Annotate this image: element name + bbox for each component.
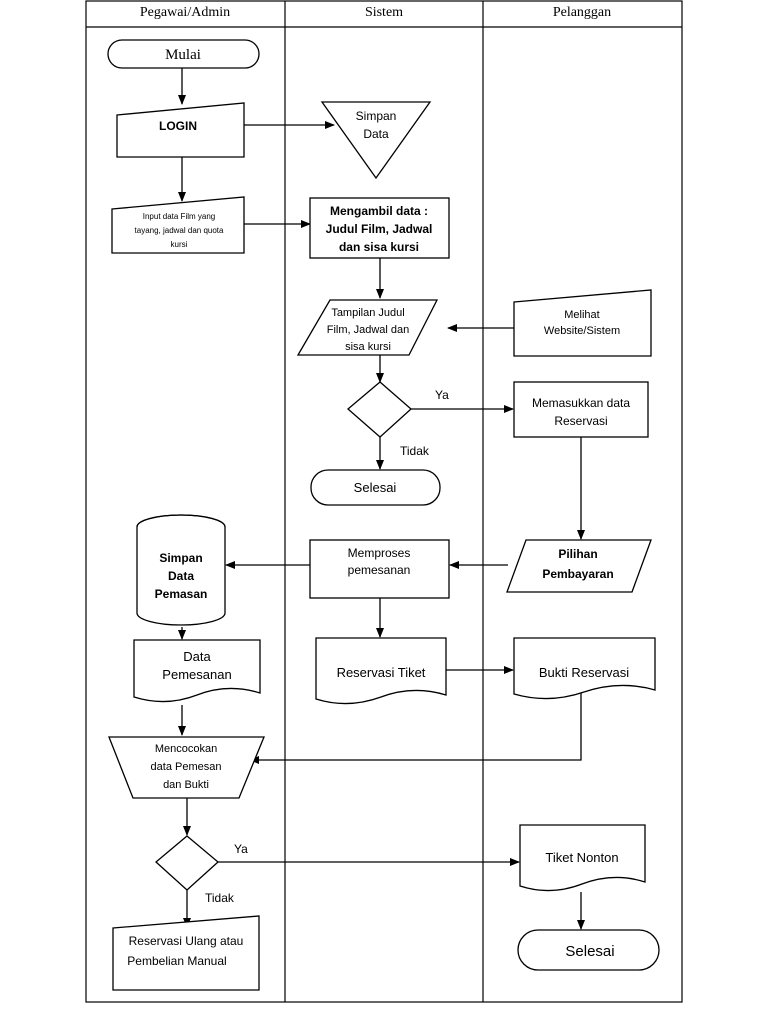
- selesai-label-2: Selesai: [565, 943, 614, 960]
- simpan-data-label-1: Simpan: [356, 109, 397, 123]
- mengambil-label-3: dan sisa kursi: [339, 240, 419, 254]
- tiket-nonton-document: [519, 824, 646, 892]
- swimlane-frame: [85, 0, 683, 1003]
- input-film-label-2: tayang, jadwal dan quota: [135, 226, 225, 235]
- mengambil-label-1: Mengambil data :: [330, 204, 428, 218]
- lane-header-admin: Pegawai/Admin: [140, 5, 230, 20]
- bukti-reservasi-label: Bukti Reservasi: [539, 665, 629, 680]
- reservasi-ulang-manual-input: [112, 915, 260, 991]
- melihat-label-1: Melihat: [564, 309, 599, 321]
- melihat-manual-input: [513, 289, 652, 357]
- selesai-terminator-1: [310, 469, 441, 506]
- input-film-manual-input: [111, 196, 245, 254]
- login-manual-input: [116, 102, 245, 158]
- tidak-label-1: Tidak: [400, 444, 430, 458]
- tiket-nonton-label: Tiket Nonton: [545, 850, 618, 865]
- bukti-reservasi-document: [513, 637, 656, 700]
- memasukkan-label-2: Reservasi: [554, 414, 607, 428]
- reservasi-ulang-label-2: Pembelian Manual: [127, 954, 226, 968]
- simpan-data-label-2: Data: [363, 127, 389, 141]
- melihat-label-2: Website/Sistem: [544, 325, 620, 337]
- input-film-label-1: Input data Film yang: [143, 212, 215, 221]
- reservasi-tiket-label: Reservasi Tiket: [337, 665, 426, 680]
- simpan-pemesan-label-2: Data: [168, 569, 194, 583]
- login-label: LOGIN: [159, 119, 197, 133]
- lane-header-sistem: Sistem: [365, 5, 403, 20]
- tampilan-label-2: Film, Jadwal dan: [327, 324, 410, 336]
- arrow-bukti-mencocokan: [249, 692, 582, 764]
- mencocokan-label-1: Mencocokan: [155, 743, 217, 755]
- data-pemesanan-label-1: Data: [183, 649, 211, 664]
- data-pemesanan-document: [133, 639, 261, 703]
- data-pemesanan-label-2: Pemesanan: [162, 667, 231, 682]
- mengambil-data-process: [309, 197, 450, 259]
- simpan-data-storage: [320, 101, 432, 180]
- pilihan-label-2: Pembayaran: [542, 567, 613, 581]
- tampilan-label-3: sisa kursi: [345, 341, 391, 353]
- reservasi-tiket-document: [315, 637, 447, 705]
- memasukkan-data-process: [513, 381, 649, 438]
- memasukkan-label-1: Memasukkan data: [532, 396, 630, 410]
- mencocokan-label-2: data Pemesan: [151, 761, 222, 773]
- simpan-pemesan-label-3: Pemasan: [155, 587, 208, 601]
- connectors: [178, 68, 585, 930]
- tampilan-label-1: Tampilan Judul: [331, 307, 404, 319]
- memproses-label-1: Memproses: [348, 546, 411, 560]
- selesai-terminator-2: [517, 929, 660, 971]
- ya-label-2: Ya: [234, 842, 248, 856]
- selesai-label-1: Selesai: [354, 480, 397, 495]
- decision-diamond-1: [347, 381, 412, 438]
- tampilan-data-io: [296, 299, 439, 356]
- tidak-label-2: Tidak: [205, 891, 235, 905]
- start-terminator: [107, 39, 260, 69]
- simpan-pemesan-label-1: Simpan: [159, 551, 202, 565]
- decision-diamond-2: [155, 835, 219, 891]
- mencocokan-manual-operation: [108, 736, 265, 799]
- reservasi-ulang-label-1: Reservasi Ulang atau: [129, 934, 244, 948]
- pilihan-label-1: Pilihan: [558, 547, 597, 561]
- pilihan-pembayaran-io: [506, 539, 652, 593]
- start-label: Mulai: [165, 47, 201, 63]
- input-film-label-3: kursi: [171, 240, 188, 249]
- mencocokan-label-3: dan Bukti: [163, 779, 209, 791]
- ya-label-1: Ya: [435, 388, 449, 402]
- memproses-label-2: pemesanan: [348, 563, 411, 577]
- lane-header-pelanggan: Pelanggan: [553, 5, 611, 20]
- memproses-process: [309, 539, 450, 599]
- mengambil-label-2: Judul Film, Jadwal: [326, 222, 433, 236]
